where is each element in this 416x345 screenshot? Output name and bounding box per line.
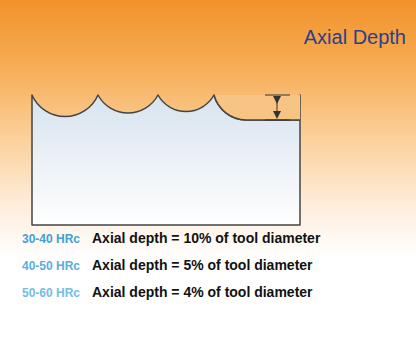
cut-profile [214, 95, 300, 120]
axial-depth-rule: Axial depth = 5% of tool diameter [92, 257, 313, 273]
diagram-title: Axial Depth [304, 26, 406, 49]
extension-line [265, 95, 290, 96]
hardness-range: 50-60 HRc [22, 286, 80, 300]
uncut-top [214, 95, 300, 120]
workpiece-block [32, 95, 300, 225]
hardness-range: 30-40 HRc [22, 232, 80, 246]
dimension-arrow [277, 100, 278, 115]
axial-depth-rule: Axial depth = 4% of tool diameter [92, 284, 313, 300]
extension-line [265, 120, 290, 121]
hardness-range: 40-50 HRc [22, 259, 80, 273]
axial-depth-rule: Axial depth = 10% of tool diameter [92, 230, 320, 246]
